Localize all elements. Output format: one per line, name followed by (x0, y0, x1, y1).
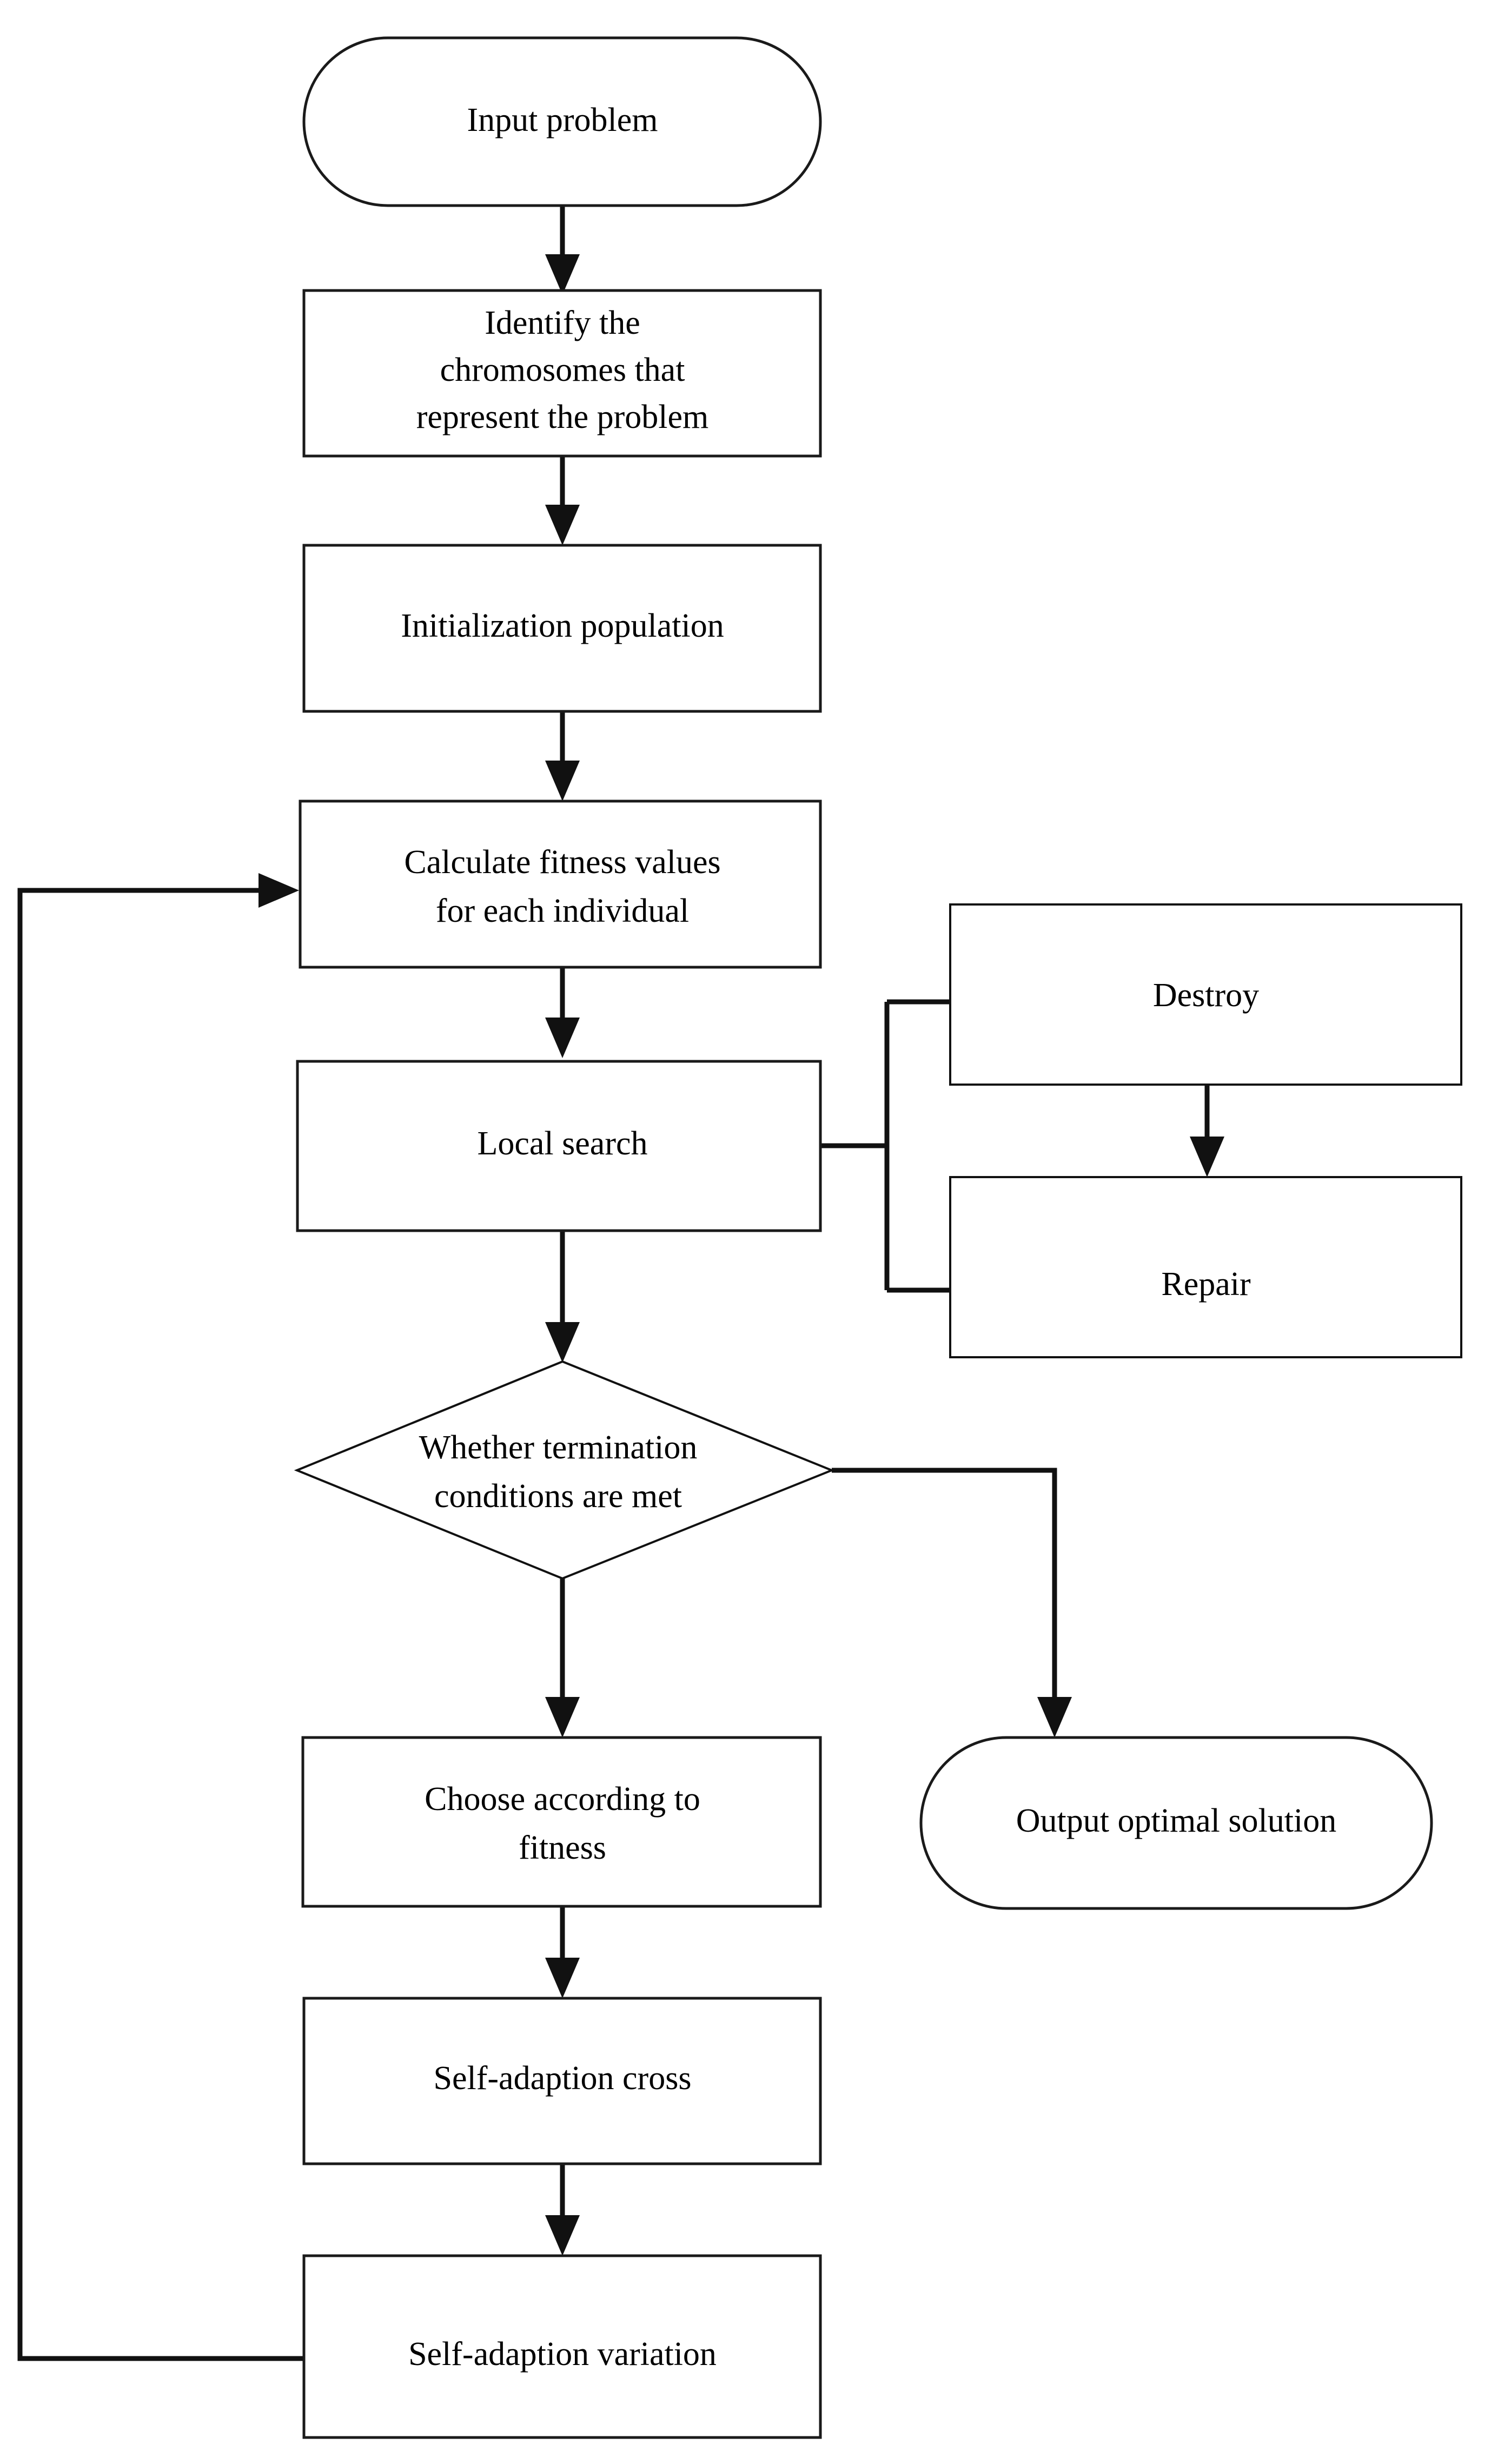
edge-choose-fitness-to-self-adaption-cross (545, 1906, 580, 1998)
node-local-search-label: Local search (478, 1125, 648, 1162)
edge-input-problem-to-identify-chromosomes (545, 206, 580, 295)
node-identify-chromosomes-line3: represent the problem (416, 399, 709, 435)
node-identify-chromosomes[interactable]: Identify the chromosomes that represent … (302, 289, 822, 458)
node-self-adaption-variation[interactable]: Self-adaption variation (302, 2254, 822, 2439)
node-output-solution-label: Output optimal solution (1016, 1802, 1336, 1839)
node-destroy-label: Destroy (1153, 977, 1259, 1014)
node-termination-decision[interactable]: Whether termination conditions are met (294, 1360, 835, 1580)
node-identify-chromosomes-line1: Identify the (485, 305, 640, 341)
node-calculate-fitness-line2: for each individual (436, 893, 689, 929)
node-self-adaption-cross-label: Self-adaption cross (434, 2060, 692, 2097)
edge-destroy-to-repair (1190, 1085, 1224, 1177)
node-input-problem-label: Input problem (467, 102, 658, 138)
node-destroy[interactable]: Destroy (949, 903, 1462, 1086)
edge-identify-chromosomes-to-initialization-population (545, 456, 580, 545)
edge-local-search-to-destroy-repair-bracket (820, 999, 950, 1293)
node-calculate-fitness-line1: Calculate fitness values (404, 844, 720, 881)
edge-initialization-population-to-calculate-fitness (545, 711, 580, 801)
edge-self-adaption-variation-to-calculate-fitness-feedback (17, 873, 304, 2361)
edge-local-search-to-termination-decision (545, 1231, 580, 1363)
node-input-problem[interactable]: Input problem (302, 36, 822, 207)
node-choose-fitness[interactable]: Choose according to fitness (301, 1736, 822, 1908)
node-self-adaption-cross[interactable]: Self-adaption cross (302, 1997, 822, 2165)
node-initialization-population[interactable]: Initialization population (302, 544, 822, 713)
node-choose-fitness-line1: Choose according to (425, 1781, 700, 1818)
node-calculate-fitness[interactable]: Calculate fitness values for each indivi… (299, 800, 822, 969)
node-choose-fitness-line2: fitness (519, 1829, 606, 1866)
node-initialization-population-label: Initialization population (401, 607, 724, 644)
edge-termination-decision-to-output-solution (832, 1468, 1072, 1738)
edge-termination-decision-to-choose-fitness (545, 1578, 580, 1738)
edge-calculate-fitness-to-local-search (545, 967, 580, 1058)
node-local-search[interactable]: Local search (296, 1060, 822, 1232)
node-self-adaption-variation-label: Self-adaption variation (408, 2336, 717, 2373)
node-repair[interactable]: Repair (949, 1176, 1462, 1358)
edge-self-adaption-cross-to-self-adaption-variation (545, 2164, 580, 2256)
node-termination-decision-line1: Whether termination (419, 1429, 698, 1466)
node-output-solution[interactable]: Output optimal solution (919, 1736, 1433, 1910)
node-identify-chromosomes-line2: chromosomes that (440, 352, 685, 388)
node-termination-decision-line2: conditions are met (434, 1478, 682, 1515)
node-repair-label: Repair (1161, 1266, 1251, 1303)
